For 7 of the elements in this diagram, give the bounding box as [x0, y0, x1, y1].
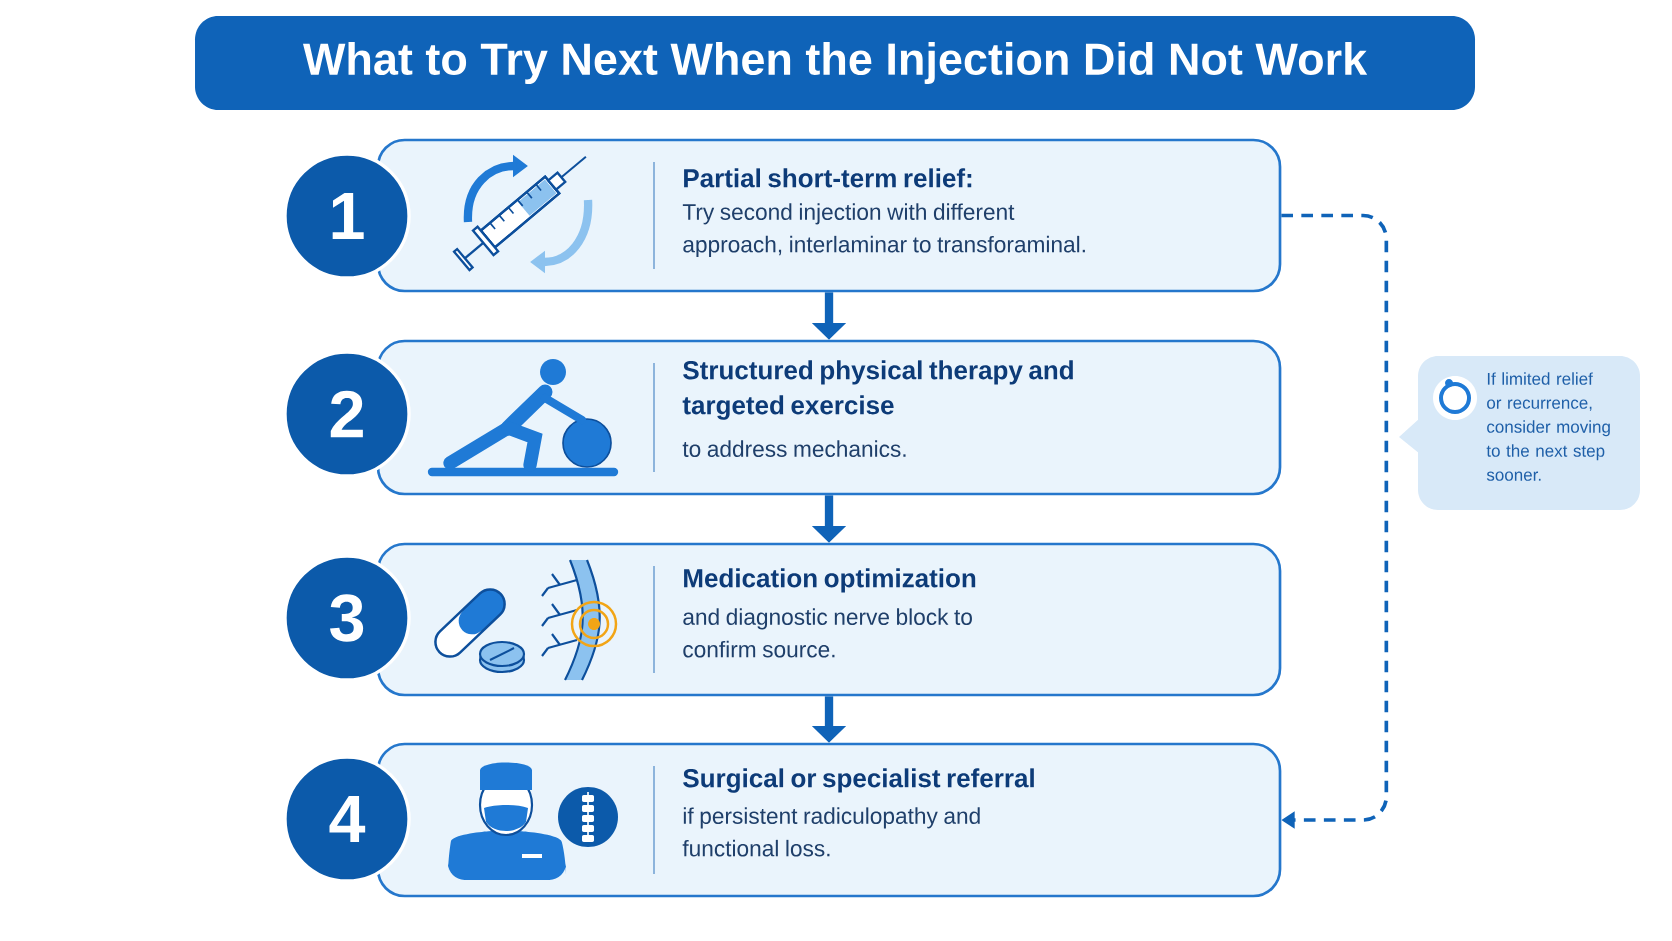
arrow — [1281, 213, 1389, 829]
step-box: Partial short-term relief: Try second injection with different approach, interlaminar to transforaminal. — [376, 138, 1282, 293]
title-banner: What to Try Next When the Injection Did Not Work — [195, 16, 1475, 110]
step-box: Medication optimization and diagnostic nerve block to confirm source. — [376, 542, 1282, 697]
step-box: Structured physical therapy and targeted exercise to address mechanics. — [376, 339, 1282, 496]
step-box: Surgical or specialist referral if persistent radiculopathy and functional loss. — [376, 742, 1282, 898]
callout-bubble: If limited relief or recurrence, consider moving to the next step sooner. — [1399, 356, 1640, 510]
